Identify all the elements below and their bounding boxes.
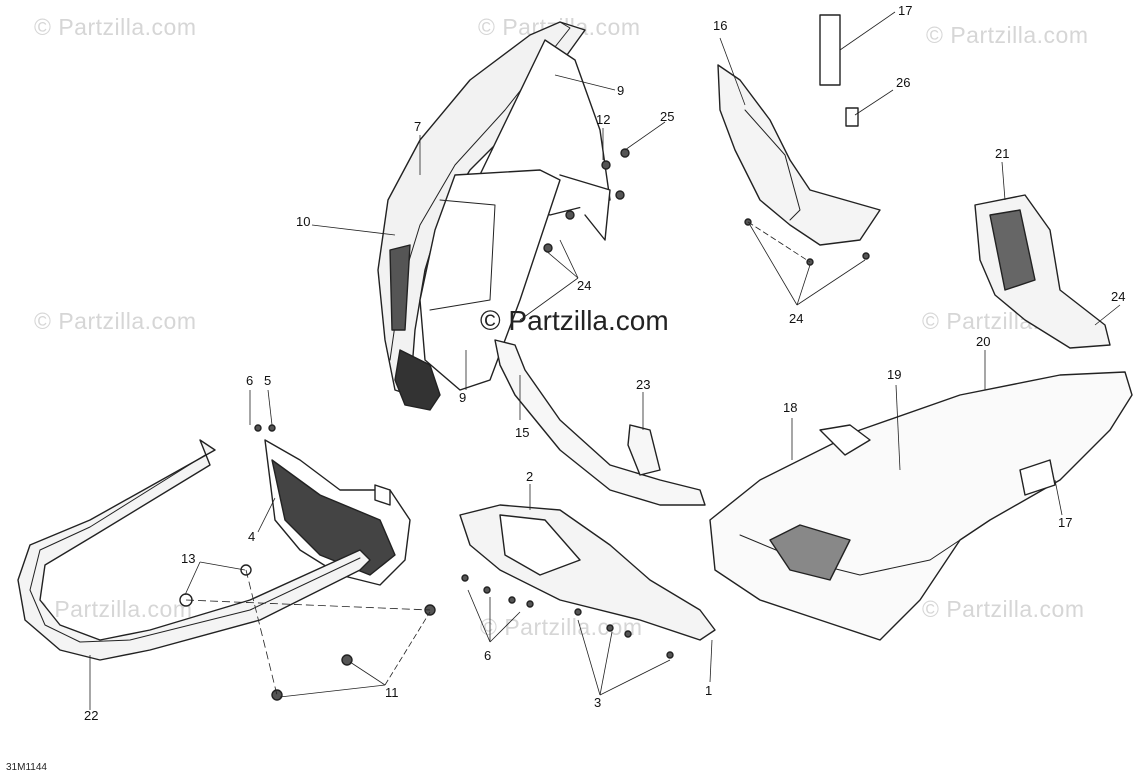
callout-1: 1 [705, 683, 712, 698]
callout-8: 9 [459, 390, 466, 405]
callout-15: 16 [713, 18, 727, 33]
callout-23: 23 [636, 377, 650, 392]
callout-21: 21 [995, 146, 1009, 161]
lower-skid-part [459, 504, 716, 641]
callout-19: 19 [887, 367, 901, 382]
callout-labels: 9 7 10 12 25 24 9 15 23 16 17 26 24 21 2… [84, 3, 1125, 723]
side-panel-part [709, 371, 1133, 641]
callout-17: 17 [1058, 515, 1072, 530]
front-bumper-part [17, 439, 371, 661]
callout-25: 25 [660, 109, 674, 124]
callout-7: 7 [414, 119, 421, 134]
callout-5: 5 [264, 373, 271, 388]
callout-26: 26 [896, 75, 910, 90]
callout-18: 18 [783, 400, 797, 415]
callout-12: 12 [596, 112, 610, 127]
callout-9: 9 [617, 83, 624, 98]
callout-2: 2 [526, 469, 533, 484]
callout-20: 20 [976, 334, 990, 349]
side-mount-part [717, 14, 881, 246]
callout-24-right: 24 [1111, 289, 1125, 304]
callout-11: 11 [385, 685, 399, 700]
callout-22: 22 [84, 708, 98, 723]
front-grille-part [264, 439, 411, 586]
callout-24-top-right: 24 [789, 311, 803, 326]
diagram-code: 31M1144 [6, 762, 47, 773]
callout-6-top: 6 [246, 373, 253, 388]
callout-16: 17 [898, 3, 912, 18]
support-bracket-part [494, 339, 706, 506]
watermark-center: © Partzilla.com [480, 305, 669, 336]
front-fascia-part [377, 21, 611, 411]
leader-lines [89, 11, 1121, 710]
callout-24-middle: 24 [577, 278, 591, 293]
callout-14: 15 [515, 425, 529, 440]
callout-3: 3 [594, 695, 601, 710]
right-bracket-part [974, 194, 1111, 349]
callout-4: 4 [248, 529, 255, 544]
callout-6-bottom: 6 [484, 648, 491, 663]
callout-13: 13 [181, 551, 195, 566]
callout-10: 10 [296, 214, 310, 229]
